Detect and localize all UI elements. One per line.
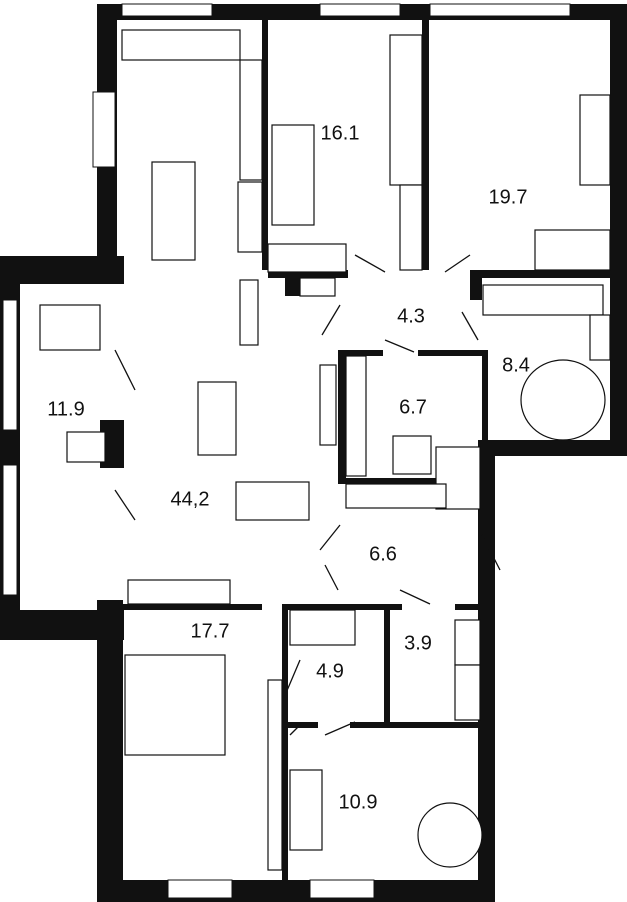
room-area-hall-2: 6.6 (369, 543, 397, 566)
interior-walls (122, 20, 610, 902)
room-area-hall-1: 4.3 (397, 305, 425, 328)
windows (2, 3, 571, 899)
room-area-bedroom-3: 17.7 (190, 620, 230, 643)
room-area-bathroom-2: 10.9 (338, 791, 378, 814)
room-area-living-kitchen: 44,2 (170, 488, 210, 511)
room-area-bathroom-1: 8.4 (502, 354, 530, 377)
room-area-wc: 3.9 (404, 632, 432, 655)
furniture (39, 29, 611, 871)
room-area-balcony: 11.9 (47, 398, 85, 421)
room-area-wardrobe-2: 4.9 (316, 660, 344, 683)
room-area-bedroom-1: 16.1 (320, 122, 360, 145)
room-area-wardrobe-1: 6.7 (399, 396, 427, 419)
door-swings (114, 254, 501, 736)
room-area-bedroom-2: 19.7 (488, 186, 528, 209)
